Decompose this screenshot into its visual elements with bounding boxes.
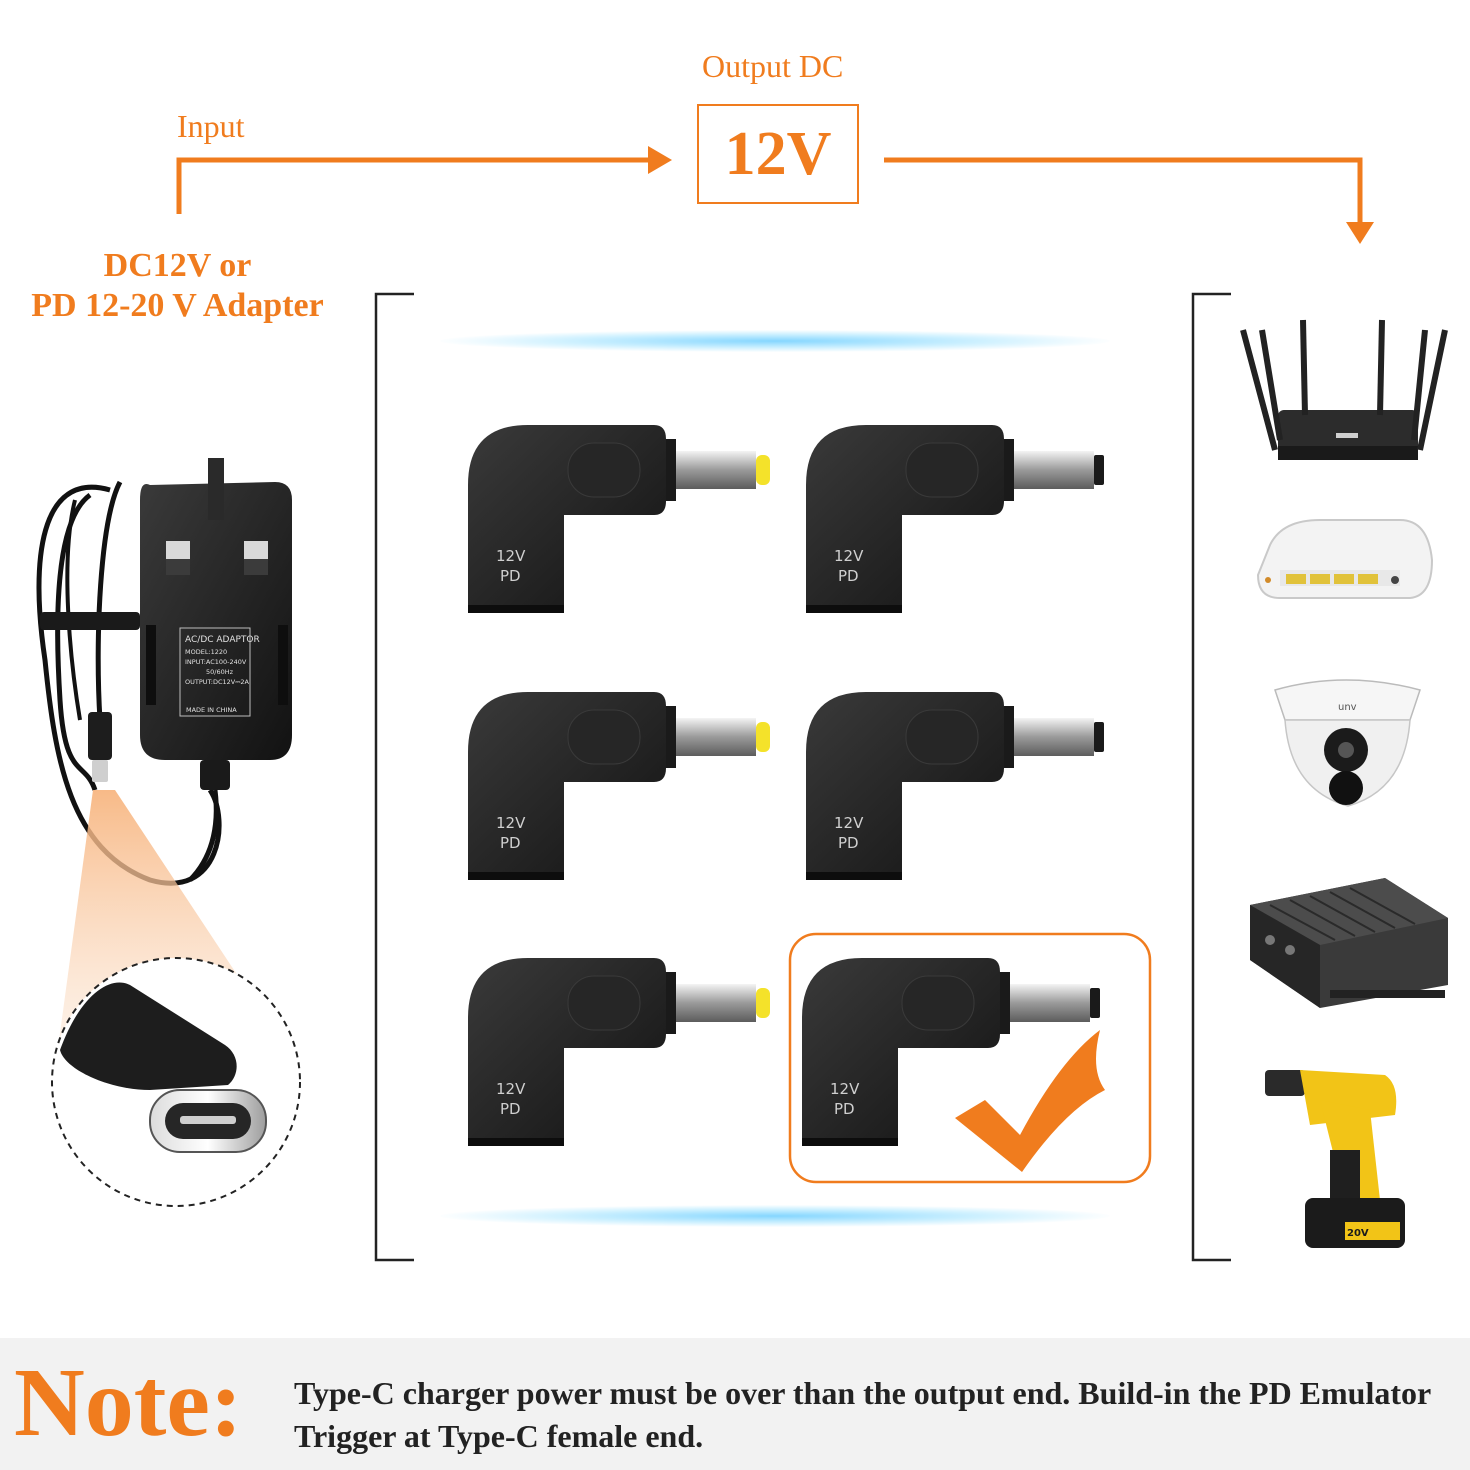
dc-connector-6: 12V PD (802, 958, 1100, 1146)
connector-voltage-label: 12V (834, 814, 864, 832)
connector-voltage-label: 12V (496, 1080, 526, 1098)
dc-connector-2: 12V PD (806, 425, 1104, 613)
connector-voltage-label: 12V (834, 547, 864, 565)
adapter-title: DC12V or PD 12-20 V Adapter (0, 246, 355, 326)
note-text: Type-C charger power must be over than t… (294, 1375, 1431, 1454)
bottom-light-glow (440, 1205, 1110, 1227)
connector-pd-label: PD (838, 834, 859, 852)
wall-adapter: AC/DC ADAPTOR MODEL:1220 INPUT:AC100-240… (36, 458, 292, 886)
adapter-label-line5: OUTPUT:DC12V⎓2A (185, 678, 250, 686)
note-heading: Note: (14, 1349, 243, 1457)
camera-brand: unv (1338, 702, 1357, 713)
check-mark-icon (955, 1030, 1105, 1172)
output-voltage-box: 12V (697, 104, 859, 204)
dc-connector-1: 12V PD (468, 425, 770, 613)
dvr-box-icon (1250, 878, 1448, 1008)
connector-voltage-label: 12V (496, 547, 526, 565)
drill-icon: 20V (1265, 1070, 1405, 1248)
drill-battery-label: 20V (1347, 1228, 1369, 1239)
connector-voltage-label: 12V (830, 1080, 860, 1098)
input-label: Input (177, 108, 245, 144)
input-arrow (176, 146, 672, 214)
connector-pd-label: PD (500, 567, 521, 585)
connector-pd-label: PD (500, 1100, 521, 1118)
right-bracket (1191, 292, 1231, 1262)
adapter-label-line1: AC/DC ADAPTOR (185, 635, 260, 645)
dc-connector-4: 12V PD (806, 692, 1104, 880)
output-dc-label: Output DC (702, 48, 844, 84)
connector-pd-label: PD (500, 834, 521, 852)
adapter-label-line6: MADE IN CHINA (186, 706, 237, 714)
connector-grid: 12V PD 12V PD 12V PD 12V PD (468, 425, 1104, 1146)
adapter-title-line1: DC12V or (103, 247, 252, 284)
dome-camera-icon: unv (1274, 679, 1421, 807)
output-voltage: 12V (724, 119, 832, 188)
selected-connector-frame (788, 932, 1152, 1184)
dc-connector-3: 12V PD (468, 692, 770, 880)
adapter-label-line4: 50/60Hz (206, 668, 234, 676)
connector-pd-label: PD (838, 567, 859, 585)
adapter-label-line3: INPUT:AC100-240V (185, 658, 247, 666)
top-light-glow (440, 330, 1110, 352)
adapter-title-line2: PD 12-20 V Adapter (31, 287, 324, 324)
onu-modem-icon (1256, 519, 1434, 599)
connector-voltage-label: 12V (496, 814, 526, 832)
dc-connector-5: 12V PD (468, 958, 770, 1146)
usb-c-zoom-circle (51, 957, 301, 1207)
router-icon (1240, 319, 1448, 460)
connector-pd-label: PD (834, 1100, 855, 1118)
note-band (0, 1338, 1470, 1470)
left-bracket (374, 292, 414, 1262)
output-arrow (884, 157, 1374, 244)
adapter-label-line2: MODEL:1220 (185, 648, 227, 656)
